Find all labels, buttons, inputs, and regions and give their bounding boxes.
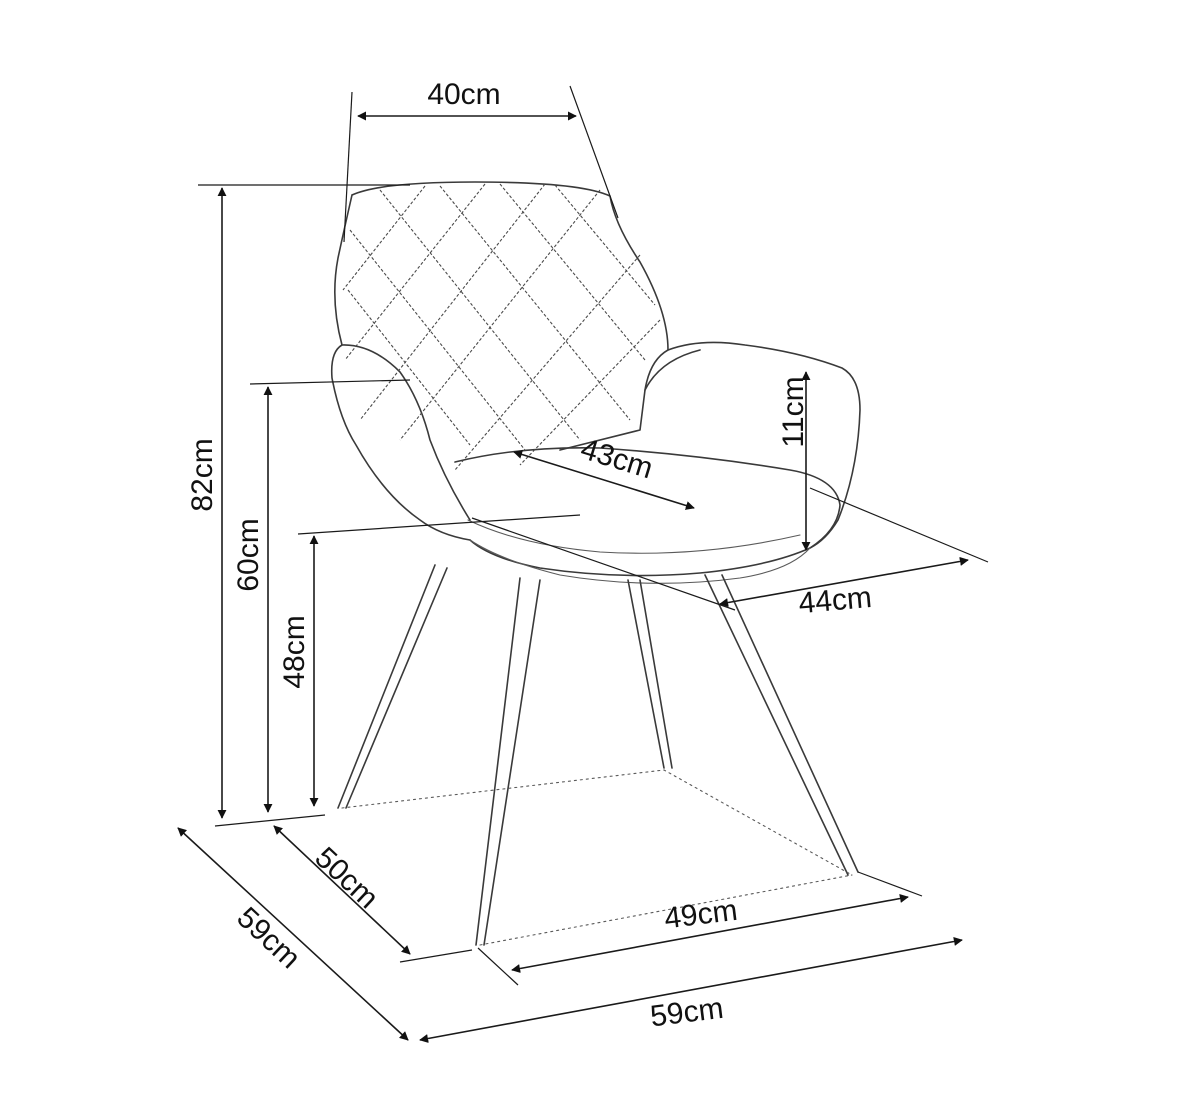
backrest-quilting [342, 183, 661, 471]
seat-width-extension-left [471, 517, 736, 611]
armrest-height-extension-top [249, 379, 411, 385]
leg-width-extension-left [477, 947, 519, 986]
back-width-extension-right [569, 85, 619, 219]
leg-depth-label: 50cm [308, 841, 384, 915]
seat-depth-line [513, 450, 695, 510]
armrest-above-seat-label: 11cm [777, 376, 810, 447]
leg-front-right [704, 574, 859, 876]
seat-width-label: 44cm [797, 581, 873, 620]
armrest-height-label: 60cm [232, 518, 265, 591]
total-width-line [419, 937, 963, 1043]
chair-legs [337, 564, 859, 946]
total-width-label: 59cm [648, 992, 725, 1034]
seat-width-extension-right [809, 487, 989, 563]
leg-back-right [627, 579, 673, 769]
leg-back-left [337, 564, 448, 809]
total-height-label: 82cm [186, 438, 219, 511]
leg-depth-extension [399, 949, 473, 963]
seat-height-label: 48cm [278, 615, 311, 688]
seat-width-line [719, 556, 969, 608]
seat-outline [454, 446, 841, 577]
dimension-lines [177, 85, 989, 1043]
seat-height-extension-top [297, 514, 581, 535]
floor-footprint [341, 769, 853, 946]
seat-depth-label: 43cm [577, 432, 657, 485]
height-baseline [214, 814, 326, 827]
seat-front-band [467, 519, 811, 584]
back-width-extension-left [343, 91, 353, 243]
backrest-outline [334, 181, 669, 451]
chair-sketch [330, 181, 861, 946]
left-armrest-outline [330, 344, 471, 541]
leg-width-extension-right [857, 871, 923, 897]
leg-front-left [475, 577, 541, 946]
back-width-label: 40cm [427, 78, 500, 111]
total-depth-line [177, 827, 409, 1041]
right-armrest-outline [644, 341, 861, 549]
leg-width-label: 49cm [662, 894, 739, 936]
